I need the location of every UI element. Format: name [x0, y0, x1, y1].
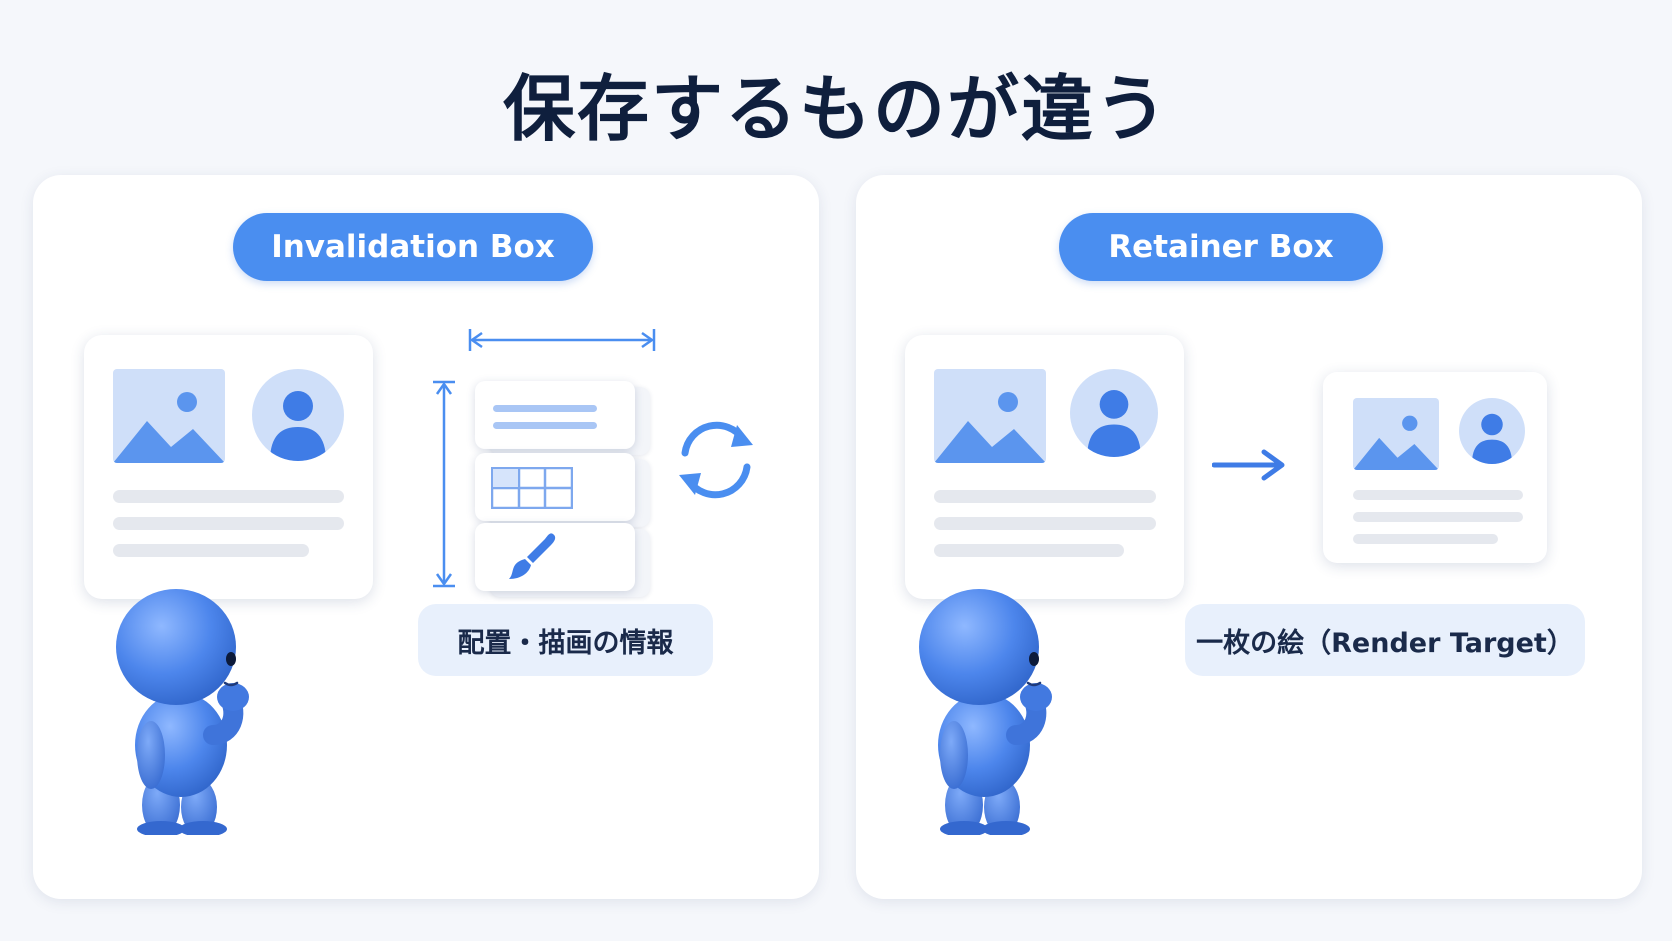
invalidation-box-panel: Invalidation Box	[33, 175, 819, 899]
height-arrow-icon	[433, 380, 455, 588]
image-placeholder-icon	[113, 369, 225, 463]
layout-paint-info-label: 配置・描画の情報	[418, 604, 713, 676]
text-line-placeholder	[113, 490, 344, 503]
layer-card-brush	[475, 523, 635, 591]
text-line-placeholder	[113, 517, 344, 530]
retainer-box-panel: Retainer Box	[856, 175, 1642, 899]
layer-card-text	[475, 381, 635, 449]
paint-brush-icon	[509, 533, 556, 579]
render-target-card	[1323, 372, 1547, 563]
page-title: 保存するものが違う	[502, 67, 1169, 151]
thinking-figure	[116, 589, 249, 835]
image-placeholder-icon	[1353, 398, 1439, 470]
refresh-cycle-icon	[679, 421, 753, 499]
avatar-placeholder-icon	[1459, 398, 1525, 464]
width-arrow-icon	[468, 329, 656, 351]
table-grid-icon	[491, 467, 573, 509]
avatar-placeholder-icon	[1070, 369, 1158, 457]
text-line-placeholder	[113, 544, 309, 557]
text-line-placeholder	[934, 544, 1124, 557]
invalidation-box-pill: Invalidation Box	[233, 213, 593, 281]
text-line-placeholder	[1353, 534, 1498, 544]
content-card	[905, 335, 1184, 599]
text-line-placeholder	[934, 517, 1156, 530]
text-line-placeholder	[934, 490, 1156, 503]
text-lines-icon	[493, 405, 597, 429]
image-placeholder-icon	[934, 369, 1046, 463]
thinking-figure	[919, 589, 1052, 835]
retainer-box-pill: Retainer Box	[1059, 213, 1383, 281]
layer-card-table	[475, 453, 635, 521]
render-target-label: 一枚の絵（Render Target）	[1185, 604, 1585, 676]
right-arrow-icon	[1212, 449, 1285, 481]
content-card	[84, 335, 373, 599]
avatar-placeholder-icon	[252, 369, 344, 461]
text-line-placeholder	[1353, 490, 1523, 500]
text-line-placeholder	[1353, 512, 1523, 522]
